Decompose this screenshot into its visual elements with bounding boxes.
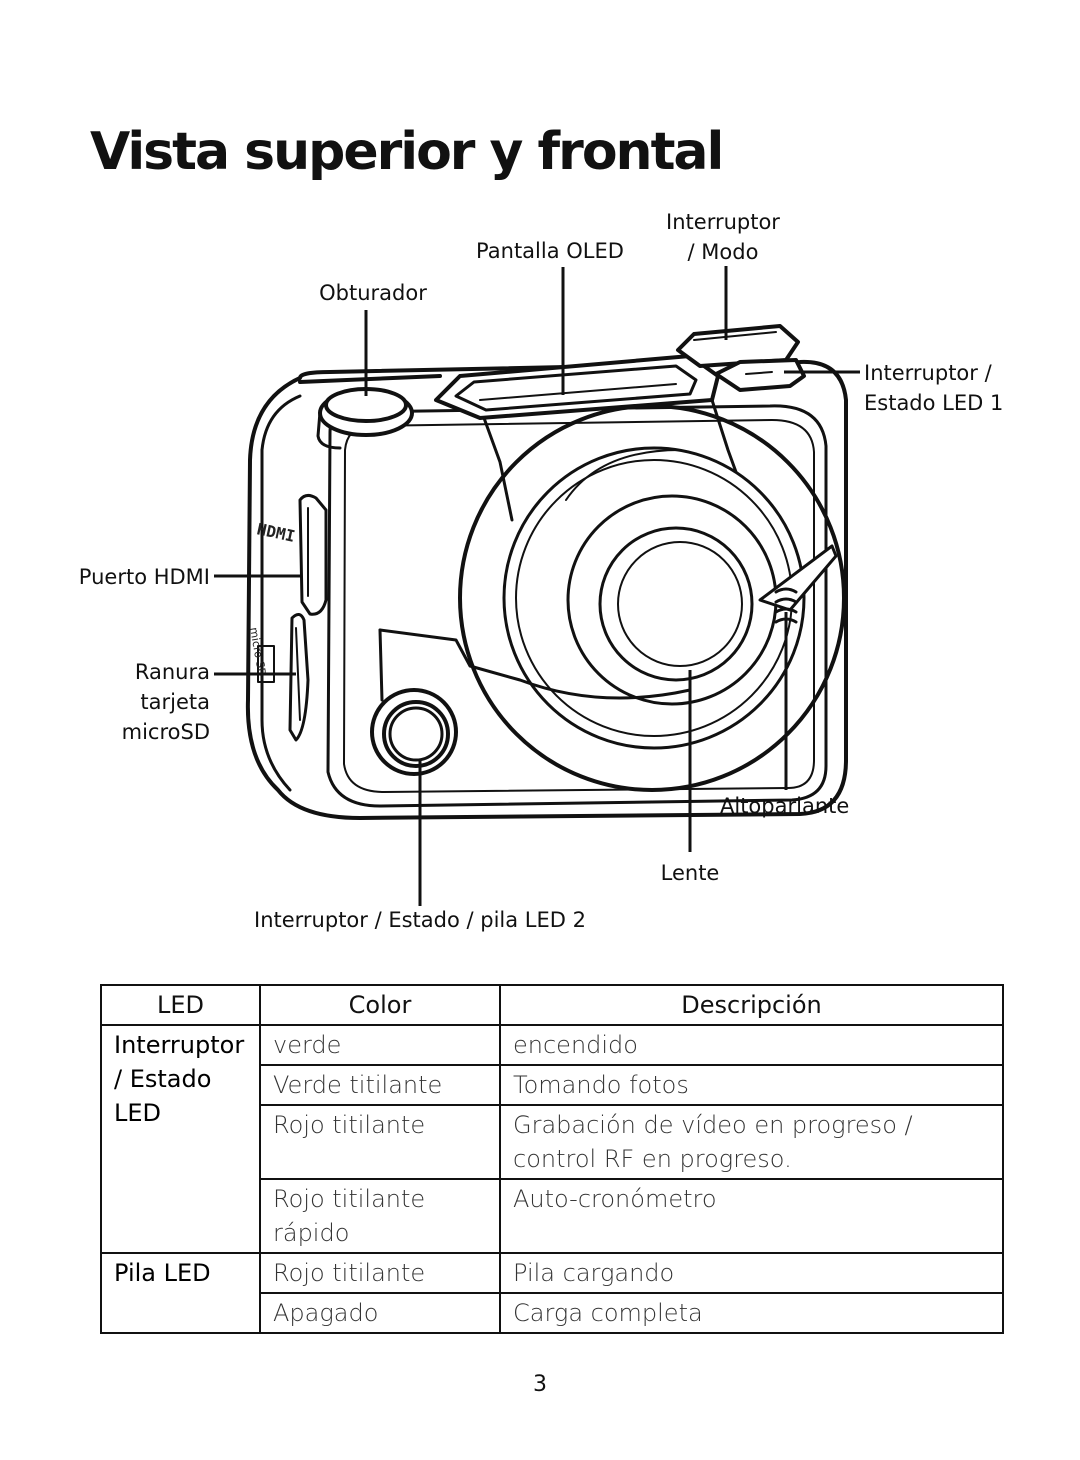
- label-altoparlante: Altoparlante: [720, 794, 849, 818]
- label-pantalla-oled: Pantalla OLED: [476, 239, 624, 263]
- shutter-button: [316, 387, 414, 450]
- row-color: Rojo titilante: [259, 1104, 501, 1180]
- camera-housing: [245, 359, 848, 820]
- page-number: 3: [533, 1372, 547, 1397]
- table-row: Rojo titilante Grabación de vídeo en pro…: [101, 1104, 1004, 1180]
- table-row: Verde titilante Tomando fotos: [101, 1064, 1004, 1106]
- label-estado-led1-1: Interruptor /: [864, 361, 993, 385]
- header-descripcion: Descripción: [499, 984, 1004, 1026]
- label-interruptor-modo-2: / Modo: [688, 240, 759, 264]
- table-row: Pila LED Rojo titilante Pila cargando: [100, 1252, 1004, 1334]
- speaker: [758, 544, 838, 624]
- table-header-row: LED Color Descripción: [100, 984, 1004, 1026]
- row-description: Tomando fotos: [499, 1064, 1004, 1106]
- table-row: Interruptor / Estado LED verde encendido: [100, 1024, 1004, 1254]
- status-led-1: [714, 358, 806, 392]
- label-ranura-2: tarjeta: [140, 690, 210, 714]
- row-color: verde: [259, 1024, 501, 1066]
- header-led: LED: [100, 984, 261, 1026]
- row-color: Verde titilante: [259, 1064, 501, 1106]
- header-color: Color: [259, 984, 501, 1026]
- mode-button: [676, 324, 800, 368]
- label-puerto-hdmi: Puerto HDMI: [79, 565, 210, 589]
- row-description: Grabación de vídeo en progreso / control…: [499, 1104, 1004, 1180]
- group-interruptor-led: Interruptor / Estado LED: [100, 1024, 261, 1254]
- row-color: Apagado: [259, 1292, 501, 1334]
- table-row: Apagado Carga completa: [101, 1292, 1004, 1334]
- label-obturador: Obturador: [319, 281, 427, 305]
- label-lente: Lente: [661, 861, 720, 885]
- label-ranura-3: microSD: [122, 720, 210, 744]
- label-ranura-1: Ranura: [135, 660, 210, 684]
- label-estado-led1-2: Estado LED 1: [864, 391, 1003, 415]
- camera-diagram: HDMI micro SD Obturador Pantalla OLED In…: [79, 210, 1004, 932]
- group-pila-led: Pila LED: [100, 1252, 261, 1334]
- microsd-slot: [257, 613, 310, 742]
- label-interruptor-modo-1: Interruptor: [666, 210, 780, 234]
- row-color: Rojo titilante rápido: [259, 1178, 501, 1254]
- label-estado-pila-led2: Interruptor / Estado / pila LED 2: [254, 908, 586, 932]
- row-description: encendido: [499, 1024, 1004, 1066]
- oled-screen: [434, 354, 738, 522]
- hdmi-port: [298, 493, 328, 616]
- row-description: Carga completa: [499, 1292, 1004, 1334]
- lens-assembly: [458, 404, 846, 792]
- row-color: Rojo titilante: [259, 1252, 501, 1294]
- row-description: Pila cargando: [499, 1252, 1004, 1294]
- page-title: Vista superior y frontal: [90, 122, 724, 182]
- led-status-table: LED Color Descripción Interruptor / Esta…: [100, 984, 1004, 1334]
- status-led-2: [370, 688, 458, 776]
- row-description: Auto-cronómetro: [499, 1178, 1004, 1254]
- table-row: Rojo titilante rápido Auto-cronómetro: [101, 1178, 1004, 1254]
